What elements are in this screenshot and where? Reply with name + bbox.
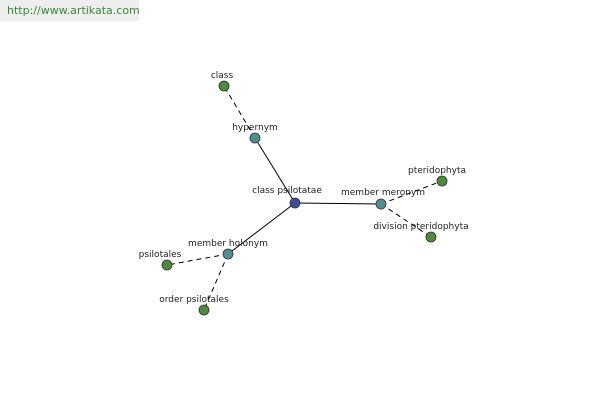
node-hypernym-label: hypernym xyxy=(232,123,278,133)
node-division[interactable]: division pteridophyta xyxy=(373,222,469,243)
node-hypernym[interactable]: hypernym xyxy=(232,123,278,144)
node-class-marker[interactable] xyxy=(218,80,230,92)
node-center-marker[interactable] xyxy=(289,197,301,209)
edge-center-hypernym xyxy=(254,137,296,204)
node-pteridophyta[interactable]: pteridophyta xyxy=(408,166,466,187)
node-order-label: order psilotales xyxy=(159,295,229,305)
edge-center-holonym xyxy=(227,202,296,255)
edge-center-meronym xyxy=(294,202,382,205)
node-class[interactable]: class xyxy=(211,71,234,92)
source-url-link[interactable]: http://www.artikata.com xyxy=(0,0,140,21)
node-division-marker[interactable] xyxy=(425,231,437,243)
nodes-layer: class psilotatae hypernym member meronym me… xyxy=(139,71,469,316)
edges-layer xyxy=(166,85,443,311)
node-meronym-label: member meronym xyxy=(341,188,425,198)
edge-hypernym-class xyxy=(223,85,256,139)
edge-meronym-division xyxy=(380,203,432,238)
node-order[interactable]: order psilotales xyxy=(159,295,229,316)
node-meronym[interactable]: member meronym xyxy=(341,188,425,210)
node-pteridophyta-label: pteridophyta xyxy=(408,166,466,176)
node-order-marker[interactable] xyxy=(198,304,210,316)
edge-meronym-pteridophyta xyxy=(380,180,443,205)
node-center[interactable]: class psilotatae xyxy=(252,186,322,209)
node-pteridophyta-marker[interactable] xyxy=(436,175,448,187)
node-meronym-marker[interactable] xyxy=(375,198,387,210)
node-holonym[interactable]: member holonym xyxy=(188,239,268,260)
node-holonym-marker[interactable] xyxy=(222,248,234,260)
node-class-label: class xyxy=(211,71,234,81)
node-psilotales[interactable]: psilotales xyxy=(139,250,182,271)
node-hypernym-marker[interactable] xyxy=(249,132,261,144)
node-psilotales-label: psilotales xyxy=(139,250,182,260)
node-psilotales-marker[interactable] xyxy=(161,259,173,271)
node-center-label: class psilotatae xyxy=(252,186,322,196)
node-division-label: division pteridophyta xyxy=(373,222,468,232)
edge-holonym-psilotales xyxy=(166,253,229,266)
edge-holonym-order xyxy=(203,253,229,311)
node-holonym-label: member holonym xyxy=(188,239,268,249)
